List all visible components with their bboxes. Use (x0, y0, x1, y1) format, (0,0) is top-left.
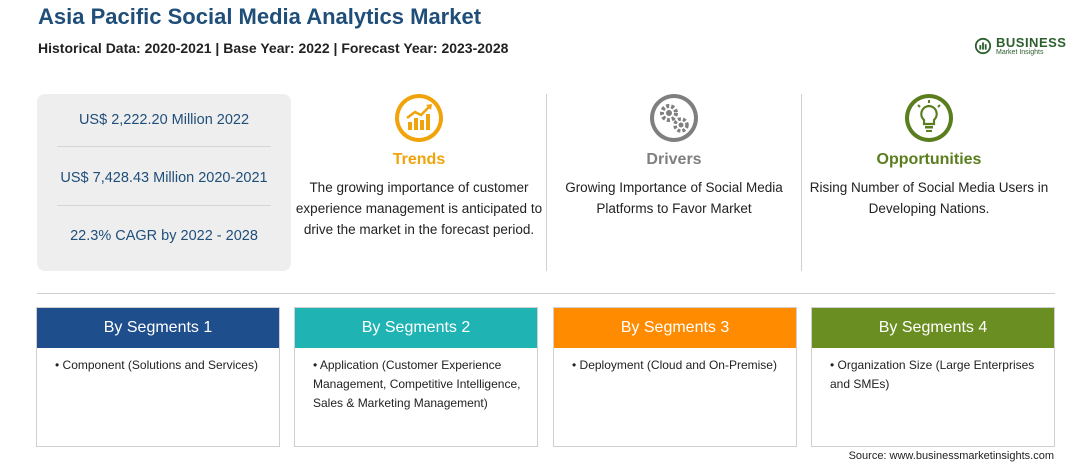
stat-divider (57, 146, 271, 147)
column-divider (546, 94, 547, 271)
trends-column: Trends The growing importance of custome… (294, 92, 544, 240)
page-title: Asia Pacific Social Media Analytics Mark… (38, 4, 482, 29)
stat-divider (57, 205, 271, 206)
segment-text-1: • Component (Solutions and Services) (55, 358, 258, 372)
segment-header-2: By Segments 2 (295, 308, 537, 348)
segment-text-2: • Application (Customer Experience Manag… (313, 358, 521, 410)
segment-card-3: By Segments 3 • Deployment (Cloud and On… (553, 307, 797, 447)
lightbulb-icon (905, 94, 953, 142)
segment-text-4: • Organization Size (Large Enterprises a… (830, 358, 1035, 391)
segment-header-1: By Segments 1 (37, 308, 279, 348)
section-divider (37, 293, 1055, 294)
opportunities-column: Opportunities Rising Number of Social Me… (804, 92, 1054, 219)
page-subtitle: Historical Data: 2020-2021 | Base Year: … (38, 40, 509, 56)
drivers-title: Drivers (646, 151, 702, 168)
company-logo: BUSINESS Market Insights (974, 36, 1066, 56)
stat-cagr: 22.3% CAGR by 2022 - 2028 (70, 228, 258, 244)
logo-sub-text: Market Insights (996, 49, 1044, 56)
drivers-text: Growing Importance of Social Media Platf… (565, 180, 783, 216)
opportunities-text: Rising Number of Social Media Users in D… (809, 180, 1049, 216)
trends-text: The growing importance of customer exper… (295, 180, 543, 237)
segment-header-3: By Segments 3 (554, 308, 796, 348)
stat-market-size-2022: US$ 2,222.20 Million 2022 (78, 112, 250, 128)
segment-card-1: By Segments 1 • Component (Solutions and… (36, 307, 280, 447)
trend-chart-icon (395, 94, 443, 142)
logo-globe-icon (974, 37, 992, 55)
gears-icon (650, 94, 698, 142)
segment-text-3: • Deployment (Cloud and On-Premise) (572, 358, 777, 372)
column-divider (801, 94, 802, 271)
drivers-column: Drivers Growing Importance of Social Med… (549, 92, 799, 219)
segment-card-4: By Segments 4 • Organization Size (Large… (811, 307, 1055, 447)
stat-market-size-historical: US$ 7,428.43 Million 2020-2021 (60, 170, 268, 186)
opportunities-title: Opportunities (876, 151, 982, 168)
source-text: Source: www.businessmarketinsights.com (848, 450, 1054, 462)
segment-card-2: By Segments 2 • Application (Customer Ex… (294, 307, 538, 447)
trends-title: Trends (392, 151, 446, 168)
logo-main-text: BUSINESS (996, 35, 1067, 50)
segment-header-4: By Segments 4 (812, 308, 1054, 348)
stats-panel: US$ 2,222.20 Million 2022 US$ 7,428.43 M… (37, 94, 291, 271)
